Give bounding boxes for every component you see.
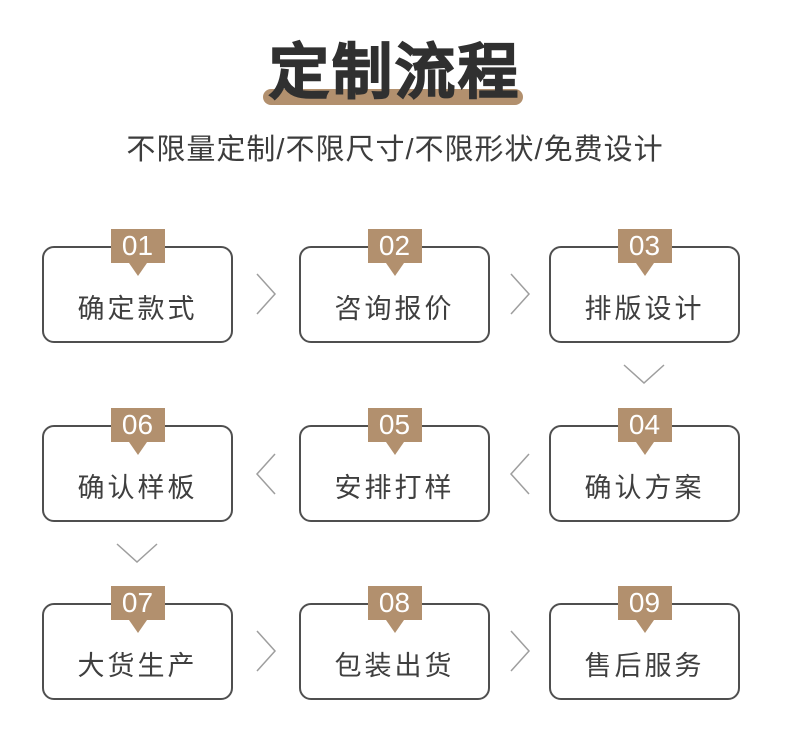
step-number: 06 — [121, 409, 154, 440]
badge-pointer — [128, 620, 147, 633]
step-number: 04 — [628, 409, 661, 440]
step-badge: 07 — [110, 586, 165, 633]
chevron-down-icon — [623, 364, 665, 385]
step-label: 确认样板 — [77, 473, 198, 503]
badge-pointer — [385, 620, 404, 633]
step-card-06: 06 确认样板 — [42, 408, 233, 522]
flow-arrow-08-09 — [509, 629, 531, 673]
step-badge: 02 — [367, 229, 422, 276]
step-number: 09 — [628, 587, 661, 618]
step-card-07: 07 大货生产 — [42, 586, 233, 700]
step-label: 安排打样 — [334, 473, 455, 503]
header: 定制流程 不限量定制/不限尺寸/不限形状/免费设计 — [0, 39, 790, 168]
flow-arrow-01-02 — [255, 272, 277, 316]
page-subtitle: 不限量定制/不限尺寸/不限形状/免费设计 — [126, 134, 664, 166]
chevron-right-icon — [510, 630, 531, 672]
chevron-left-icon — [255, 453, 276, 495]
page-title-text: 定制流程 — [268, 39, 521, 107]
title-highlight-bar — [263, 89, 523, 105]
badge-pointer — [128, 263, 147, 276]
step-label: 包装出货 — [334, 651, 455, 681]
flow-arrow-05-06 — [255, 452, 277, 496]
step-card-03: 03 排版设计 — [549, 229, 740, 343]
step-number: 03 — [628, 230, 661, 261]
badge-pointer — [385, 263, 404, 276]
step-number: 02 — [378, 230, 411, 261]
step-card-02: 02 咨询报价 — [299, 229, 490, 343]
flow-arrow-07-08 — [255, 629, 277, 673]
step-card-01: 01 确定款式 — [42, 229, 233, 343]
step-card-04: 04 确认方案 — [549, 408, 740, 522]
step-number: 01 — [121, 230, 154, 261]
chevron-right-icon — [510, 273, 531, 315]
step-badge: 09 — [617, 586, 672, 633]
step-badge: 06 — [110, 408, 165, 455]
chevron-down-icon — [116, 543, 158, 564]
step-label: 大货生产 — [77, 651, 198, 681]
step-badge: 01 — [110, 229, 165, 276]
step-number: 08 — [378, 587, 411, 618]
page-title: 定制流程 — [0, 39, 790, 107]
step-badge: 08 — [367, 586, 422, 633]
step-label: 排版设计 — [584, 294, 705, 324]
step-label: 确定款式 — [77, 294, 198, 324]
step-card-05: 05 安排打样 — [299, 408, 490, 522]
badge-pointer — [635, 620, 654, 633]
flow-arrow-03-04 — [622, 363, 666, 385]
badge-pointer — [635, 442, 654, 455]
chevron-left-icon — [509, 453, 530, 495]
step-card-08: 08 包装出货 — [299, 586, 490, 700]
chevron-right-icon — [256, 273, 277, 315]
step-badge: 04 — [617, 408, 672, 455]
step-badge: 05 — [367, 408, 422, 455]
step-number: 07 — [121, 587, 154, 618]
flow-arrow-02-03 — [509, 272, 531, 316]
flow-arrow-06-07 — [115, 542, 159, 564]
step-number: 05 — [378, 409, 411, 440]
step-label: 售后服务 — [584, 651, 705, 681]
badge-pointer — [635, 263, 654, 276]
step-card-09: 09 售后服务 — [549, 586, 740, 700]
badge-pointer — [385, 442, 404, 455]
badge-pointer — [128, 442, 147, 455]
step-label: 确认方案 — [584, 473, 705, 503]
step-label: 咨询报价 — [334, 294, 455, 324]
flow-arrow-04-05 — [509, 452, 531, 496]
step-badge: 03 — [617, 229, 672, 276]
chevron-right-icon — [256, 630, 277, 672]
